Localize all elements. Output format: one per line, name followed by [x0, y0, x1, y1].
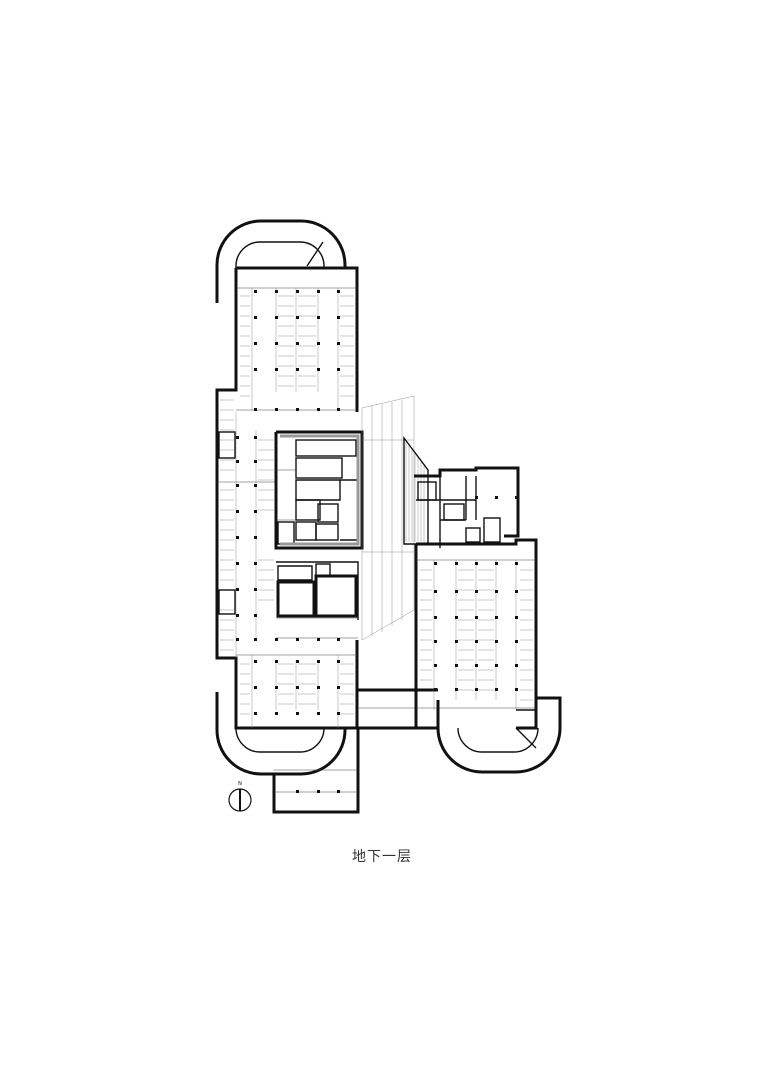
north-label: N — [238, 781, 242, 787]
parking-stalls-right — [416, 559, 536, 710]
right-columns — [434, 496, 518, 691]
parking-stalls-top — [236, 287, 357, 411]
left-top-ramp-inner — [235, 241, 325, 268]
parking-stalls-bottom — [236, 654, 358, 771]
left-top-ramp-outer — [215, 219, 347, 303]
ramp-divider — [306, 241, 324, 267]
right-wing — [414, 466, 562, 774]
north-arrow: N — [228, 781, 252, 812]
right-bottom-ramp-outer — [436, 696, 562, 774]
elevator — [317, 503, 339, 523]
west-stair-2 — [218, 589, 236, 615]
floor-caption: 地下一层 — [352, 849, 412, 865]
right-wing-outer-wall — [414, 538, 538, 730]
left-core — [274, 430, 364, 550]
left-lower-rooms — [276, 561, 359, 639]
right-bottom-ramp-inner — [457, 727, 539, 753]
parking-stalls-west — [217, 399, 276, 658]
left-columns — [236, 290, 340, 793]
left-bottom-ramp-inner — [235, 727, 325, 753]
left-bottom-ramp-outer — [215, 692, 347, 776]
left-wing-outer-wall — [215, 266, 359, 730]
left-wing — [215, 219, 364, 814]
west-stair — [218, 431, 236, 459]
